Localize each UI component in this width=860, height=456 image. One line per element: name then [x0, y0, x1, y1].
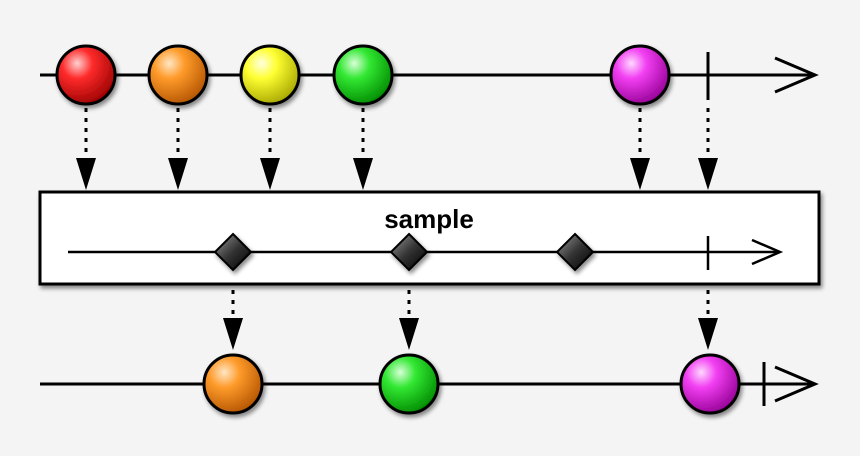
marble-icon — [202, 353, 264, 415]
input-timeline-arrow-icon — [774, 56, 819, 94]
arrowhead-icon — [260, 158, 280, 190]
operator-label: sample — [384, 204, 474, 234]
arrowhead-icon — [698, 318, 718, 350]
marble-icon — [147, 44, 209, 106]
marble-icon — [332, 44, 394, 106]
sample-trigger-diamond-icon — [555, 232, 595, 272]
marble-icon — [679, 353, 741, 415]
output-marbles — [202, 353, 741, 415]
arrowhead-icon — [353, 158, 373, 190]
arrowhead-icon — [399, 318, 419, 350]
operator-box: sample — [38, 190, 821, 286]
operator-box-frame — [38, 190, 821, 286]
output-timeline-arrow-icon — [774, 365, 819, 403]
operator-to-output-arrowheads — [223, 318, 718, 350]
sampler-timeline-arrow-icon — [751, 238, 784, 266]
marble-icon — [378, 353, 440, 415]
arrowhead-icon — [223, 318, 243, 350]
arrowhead-icon — [630, 158, 650, 190]
sample-trigger-diamond-icon — [389, 232, 429, 272]
input-to-operator-arrows — [84, 108, 710, 166]
input-to-operator-arrowheads — [76, 158, 718, 190]
marble-icon — [239, 44, 301, 106]
sample-trigger-diamond-icon — [213, 232, 253, 272]
operator-to-output-arrows — [231, 290, 710, 318]
arrowhead-icon — [698, 158, 718, 190]
input-marbles — [55, 44, 671, 106]
marble-icon — [55, 44, 117, 106]
arrowhead-icon — [168, 158, 188, 190]
arrowhead-icon — [76, 158, 96, 190]
marble-icon — [609, 44, 671, 106]
